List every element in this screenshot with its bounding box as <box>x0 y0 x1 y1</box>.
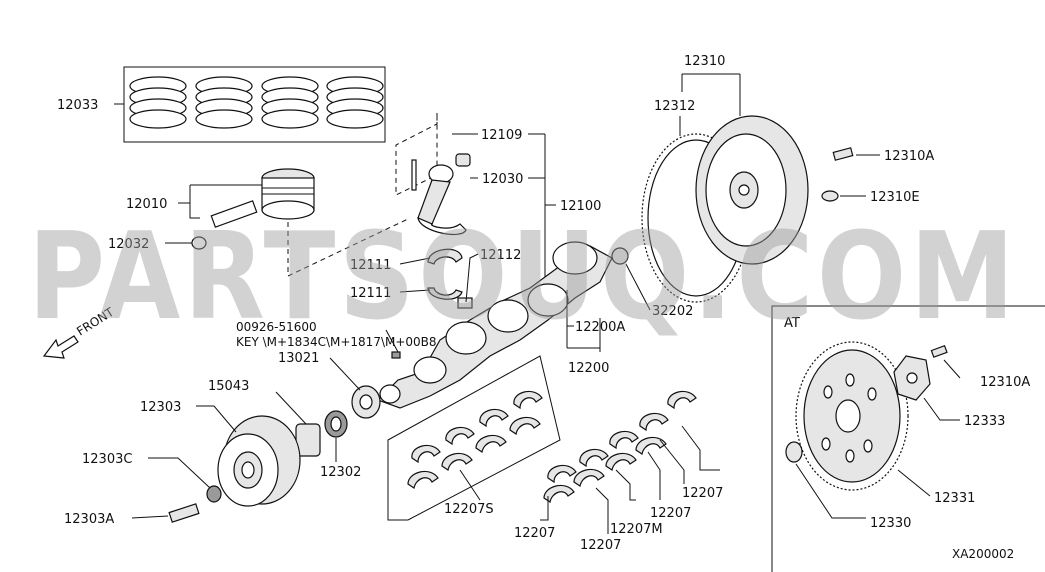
ring-stack-2 <box>195 76 253 129</box>
main-bearing-lower-set[interactable] <box>543 390 697 503</box>
drive-plate[interactable] <box>795 341 909 491</box>
label-12207s[interactable]: 12207S <box>444 502 494 517</box>
label-12207-c[interactable]: 12207 <box>650 506 691 521</box>
pilot-bushing[interactable] <box>611 247 629 265</box>
label-12032[interactable]: 12032 <box>108 237 149 252</box>
label-12109[interactable]: 12109 <box>481 128 522 143</box>
piston-ring-set[interactable] <box>123 66 386 143</box>
label-12312[interactable]: 12312 <box>654 99 695 114</box>
rod-nut[interactable] <box>457 297 473 309</box>
crank-sprocket[interactable] <box>351 385 381 419</box>
front-oil-seal[interactable] <box>324 410 348 438</box>
label-12302[interactable]: 12302 <box>320 465 361 480</box>
connecting-rod[interactable] <box>411 159 467 236</box>
label-12100[interactable]: 12100 <box>560 199 601 214</box>
ring-stack-1 <box>129 76 187 129</box>
pulley-bolt[interactable] <box>168 503 200 523</box>
label-12207m[interactable]: 12207M <box>610 522 663 537</box>
at-section: AT <box>771 305 1045 572</box>
label-12310[interactable]: 12310 <box>684 54 725 69</box>
label-12112[interactable]: 12112 <box>480 248 521 263</box>
diagram-code: XA200002 <box>952 547 1014 561</box>
label-15043[interactable]: 15043 <box>208 379 249 394</box>
rod-bearing-lower[interactable] <box>427 287 463 300</box>
pulley-washer[interactable] <box>206 485 222 503</box>
label-12033[interactable]: 12033 <box>57 98 98 113</box>
crankshaft[interactable] <box>376 241 613 409</box>
label-12303c[interactable]: 12303C <box>82 452 132 467</box>
crank-pulley[interactable] <box>217 415 301 507</box>
label-12207-a[interactable]: 12207 <box>514 526 555 541</box>
dashed-guide-piston <box>287 217 411 277</box>
at-spacer[interactable] <box>785 441 803 463</box>
piston-pin[interactable] <box>210 200 258 228</box>
label-12111-upper[interactable]: 12111 <box>350 258 391 273</box>
label-12310a-at[interactable]: 12310A <box>980 375 1030 390</box>
dowel-pin[interactable] <box>821 190 839 202</box>
ring-stack-4 <box>326 76 384 129</box>
label-12330[interactable]: 12330 <box>870 516 911 531</box>
label-13021[interactable]: 13021 <box>278 351 319 366</box>
label-12200[interactable]: 12200 <box>568 361 609 376</box>
label-00926-51600[interactable]: 00926-51600 <box>236 320 317 334</box>
label-12303[interactable]: 12303 <box>140 400 181 415</box>
piston[interactable] <box>261 168 315 220</box>
ring-stack-3 <box>261 76 319 129</box>
label-12207-d[interactable]: 12207 <box>682 486 723 501</box>
drive-plate-bolt[interactable] <box>930 345 948 358</box>
label-12030[interactable]: 12030 <box>482 172 523 187</box>
front-arrow-icon <box>42 335 79 359</box>
dashed-guide-rod <box>395 113 438 196</box>
reinforcement-plate[interactable] <box>893 355 931 401</box>
label-12310a[interactable]: 12310A <box>884 149 934 164</box>
crank-key[interactable] <box>391 351 401 359</box>
watermark: PARTSOUQ.COM <box>28 208 1018 347</box>
label-key[interactable]: KEY \M+1834C\M+1817\M+00B8 <box>236 335 437 349</box>
flywheel-bolt[interactable] <box>832 147 854 161</box>
label-12111-lower[interactable]: 12111 <box>350 286 391 301</box>
label-12333[interactable]: 12333 <box>964 414 1005 429</box>
label-12303a[interactable]: 12303A <box>64 512 114 527</box>
flywheel[interactable] <box>695 115 809 265</box>
label-32202[interactable]: 32202 <box>652 304 693 319</box>
rod-bushing[interactable] <box>455 153 471 167</box>
main-bearing-upper-set[interactable] <box>387 355 561 521</box>
label-12310e[interactable]: 12310E <box>870 190 920 205</box>
label-12331[interactable]: 12331 <box>934 491 975 506</box>
at-label: AT <box>784 316 800 331</box>
rod-bearing-upper[interactable] <box>427 248 463 265</box>
label-12010[interactable]: 12010 <box>126 197 167 212</box>
label-12207-b[interactable]: 12207 <box>580 538 621 553</box>
